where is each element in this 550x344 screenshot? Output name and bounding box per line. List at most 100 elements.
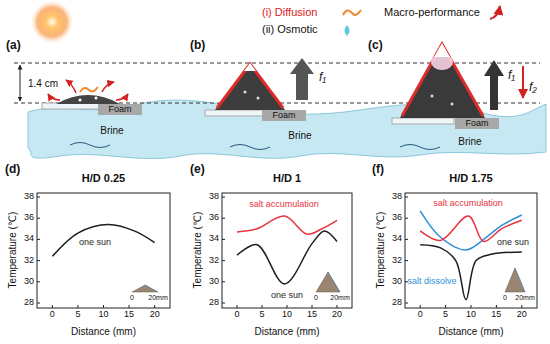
tick-mark bbox=[77, 305, 78, 308]
dimension-arrow bbox=[20, 65, 21, 101]
diffusion-arrow bbox=[48, 94, 60, 100]
axis-title: Temperature (℃) bbox=[375, 212, 386, 289]
curve-label: salt dissolve bbox=[407, 277, 456, 287]
tick-mark bbox=[52, 305, 53, 308]
inset-cone bbox=[505, 268, 525, 292]
cone bbox=[215, 62, 285, 110]
part-label: Foam bbox=[108, 105, 131, 115]
salt-speck bbox=[431, 95, 434, 98]
tick-mark bbox=[222, 239, 225, 240]
diffusion-swirl bbox=[80, 87, 98, 92]
inset-measure bbox=[145, 285, 158, 292]
tick-mark bbox=[222, 303, 225, 304]
tick-label: 15 bbox=[491, 310, 501, 320]
tick-label: 36 bbox=[24, 213, 34, 223]
tick-mark bbox=[222, 260, 225, 261]
plot-frame bbox=[405, 193, 537, 308]
tick-label: 20 bbox=[332, 310, 342, 320]
tick-label: 20 bbox=[517, 310, 527, 320]
tick-mark bbox=[37, 239, 40, 240]
inset-measure bbox=[515, 268, 525, 292]
tick-label: 30 bbox=[209, 277, 219, 287]
gravity-arrow bbox=[522, 66, 524, 98]
tick-label: 0 bbox=[418, 310, 423, 320]
legend-label: (i) Diffusion bbox=[262, 6, 317, 18]
legend-icons bbox=[343, 6, 500, 36]
curve-label: salt accumulation bbox=[433, 199, 503, 209]
diffusion-icon bbox=[343, 10, 361, 15]
tick-label: 32 bbox=[392, 256, 402, 266]
wave bbox=[230, 145, 270, 150]
tick-mark bbox=[405, 303, 408, 304]
tick-mark bbox=[312, 305, 313, 308]
tick-mark bbox=[37, 260, 40, 261]
flat-cone bbox=[56, 95, 120, 104]
tick-label: 32 bbox=[24, 256, 34, 266]
inset-cone bbox=[132, 285, 158, 292]
foam bbox=[262, 110, 306, 121]
panel-letter: (a) bbox=[6, 39, 21, 52]
force-arrow bbox=[484, 60, 504, 110]
inset-cone bbox=[316, 272, 340, 292]
part-label: Brine bbox=[288, 130, 311, 141]
tick-label: 15 bbox=[307, 310, 317, 320]
part-label: Foam bbox=[272, 111, 295, 121]
axis-title: Distance (mm) bbox=[438, 326, 503, 337]
panel-title: H/D 1.75 bbox=[449, 172, 492, 184]
foam bbox=[455, 118, 499, 129]
tick-mark bbox=[471, 305, 472, 308]
tick-label: 20 bbox=[150, 310, 160, 320]
salt-speck bbox=[451, 103, 454, 106]
tick-mark bbox=[420, 305, 421, 308]
tick-mark bbox=[521, 305, 522, 308]
panel-letter: (f) bbox=[372, 163, 384, 176]
tick-label: 15 bbox=[124, 310, 134, 320]
tick-label: 34 bbox=[209, 234, 219, 244]
temperature-curve bbox=[237, 231, 337, 284]
tick-label: 28 bbox=[392, 298, 402, 308]
tick-label: 10 bbox=[98, 310, 108, 320]
line-chart bbox=[37, 193, 170, 308]
panel-title: H/D 1 bbox=[273, 172, 301, 184]
force-label: f₁ bbox=[508, 69, 515, 82]
wave bbox=[400, 145, 440, 150]
tick-mark bbox=[287, 305, 288, 308]
part-label: Foam bbox=[465, 119, 488, 129]
line-chart bbox=[222, 193, 352, 308]
curve-label: salt accumulation bbox=[249, 200, 319, 210]
performance-arrow bbox=[490, 6, 500, 19]
cone bbox=[400, 42, 485, 118]
salt-speck bbox=[257, 97, 260, 100]
legend-label: (ii) Osmotic bbox=[262, 23, 318, 35]
tick-label: 34 bbox=[24, 234, 34, 244]
tick-mark bbox=[445, 305, 446, 308]
curve-label: one sun bbox=[271, 291, 303, 301]
osmotic-icon bbox=[345, 25, 350, 36]
curve-label: one sun bbox=[497, 238, 529, 248]
tick-mark bbox=[129, 305, 130, 308]
charts bbox=[37, 193, 537, 308]
salt-speck bbox=[95, 97, 98, 100]
sun bbox=[31, 1, 73, 43]
part-label: Brine bbox=[100, 125, 123, 136]
plot-frame bbox=[37, 193, 170, 308]
cone-edge bbox=[402, 44, 483, 116]
tick-label: 28 bbox=[24, 298, 34, 308]
cone-edge bbox=[217, 64, 283, 108]
inset-label: 20mm bbox=[148, 294, 167, 302]
tick-mark bbox=[103, 305, 104, 308]
salt-speck bbox=[79, 99, 82, 102]
tick-mark bbox=[405, 218, 408, 219]
tick-mark bbox=[37, 281, 40, 282]
panel-title: H/D 0.25 bbox=[82, 172, 125, 184]
diffusion-arrow bbox=[66, 80, 76, 93]
panel-letter: (b) bbox=[190, 39, 205, 52]
tick-mark bbox=[222, 281, 225, 282]
salt-cap bbox=[434, 43, 450, 57]
tick-mark bbox=[37, 303, 40, 304]
tick-mark bbox=[337, 305, 338, 308]
tick-mark bbox=[405, 260, 408, 261]
line-chart bbox=[405, 193, 537, 308]
diffusion-arrow bbox=[102, 82, 114, 92]
